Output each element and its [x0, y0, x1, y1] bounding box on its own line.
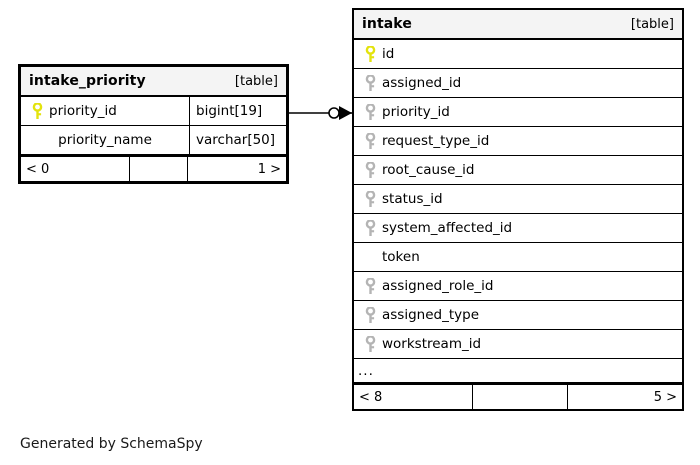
child-relation-count: 5 >: [653, 389, 677, 405]
table-row[interactable]: assigned_id: [354, 69, 682, 98]
column-label: priority_id: [382, 104, 450, 120]
no-key-spacer: [360, 248, 380, 266]
table-row[interactable]: assigned_role_id: [354, 272, 682, 301]
table-title: intake: [362, 16, 412, 32]
column-name-cell: token: [354, 243, 682, 271]
table-row[interactable]: assigned_type: [354, 301, 682, 330]
column-label: root_cause_id: [382, 162, 475, 178]
child-relation-count: 1 >: [257, 161, 281, 177]
table-header-intake: intake [table]: [354, 10, 682, 40]
column-name-cell: assigned_id: [354, 69, 682, 97]
table-row[interactable]: priority_name varchar[50]: [21, 126, 286, 155]
column-name-cell: workstream_id: [354, 330, 682, 358]
column-name-cell: assigned_role_id: [354, 272, 682, 300]
column-label: system_affected_id: [382, 220, 513, 236]
column-name-cell: priority_id: [354, 98, 682, 126]
primary-key-icon: [360, 45, 380, 63]
column-name-cell: request_type_id: [354, 127, 682, 155]
column-name-cell: assigned_type: [354, 301, 682, 329]
table-row[interactable]: priority_id: [354, 98, 682, 127]
column-name-cell: system_affected_id: [354, 214, 682, 242]
table-row[interactable]: system_affected_id: [354, 214, 682, 243]
column-name-cell: priority_name: [21, 126, 189, 154]
generated-by-credit: Generated by SchemaSpy: [20, 436, 203, 452]
column-name-cell: id: [354, 40, 682, 68]
column-label: id: [382, 46, 395, 62]
parent-relation-count: < 0: [26, 161, 50, 177]
column-label: assigned_id: [382, 75, 462, 91]
table-row-more-columns[interactable]: ...: [354, 359, 682, 383]
column-label: workstream_id: [382, 336, 482, 352]
foreign-key-icon: [360, 74, 380, 92]
column-type-cell: bigint[19]: [189, 97, 286, 125]
foreign-key-icon: [360, 161, 380, 179]
parent-relation-count: < 8: [359, 389, 383, 405]
column-label: assigned_role_id: [382, 278, 494, 294]
table-footer-intake: < 8 5 >: [354, 383, 682, 409]
table-intake[interactable]: intake [table] id: [352, 8, 684, 411]
more-columns-indicator: ...: [358, 362, 374, 379]
foreign-key-icon: [360, 103, 380, 121]
foreign-key-icon: [360, 132, 380, 150]
column-name-cell: status_id: [354, 185, 682, 213]
table-row[interactable]: id: [354, 40, 682, 69]
primary-key-icon: [27, 102, 47, 120]
table-row[interactable]: request_type_id: [354, 127, 682, 156]
column-name-cell: priority_id: [21, 97, 189, 125]
table-row[interactable]: token: [354, 243, 682, 272]
table-row[interactable]: root_cause_id: [354, 156, 682, 185]
column-name-cell: root_cause_id: [354, 156, 682, 184]
foreign-key-icon: [360, 190, 380, 208]
table-row[interactable]: priority_id bigint[19]: [21, 97, 286, 126]
column-label: request_type_id: [382, 133, 490, 149]
table-type-tag: [table]: [234, 73, 278, 89]
table-row[interactable]: workstream_id: [354, 330, 682, 359]
table-type-tag: [table]: [630, 16, 674, 32]
column-label: assigned_type: [382, 307, 479, 323]
table-footer-intake-priority: < 0 1 >: [21, 155, 286, 181]
column-label: status_id: [382, 191, 443, 207]
foreign-key-icon: [360, 277, 380, 295]
column-label: priority_name: [58, 132, 152, 148]
footer-middle-cell: [472, 385, 568, 409]
foreign-key-icon: [360, 306, 380, 324]
table-intake-priority[interactable]: intake_priority [table] priority_id bigi…: [18, 64, 289, 184]
foreign-key-icon: [360, 219, 380, 237]
column-label: priority_id: [49, 103, 117, 119]
column-label: token: [382, 249, 420, 265]
table-row[interactable]: status_id: [354, 185, 682, 214]
column-type-cell: varchar[50]: [189, 126, 286, 154]
table-title: intake_priority: [29, 73, 146, 89]
table-header-intake-priority: intake_priority [table]: [21, 67, 286, 97]
footer-middle-cell: [129, 157, 188, 181]
foreign-key-icon: [360, 335, 380, 353]
